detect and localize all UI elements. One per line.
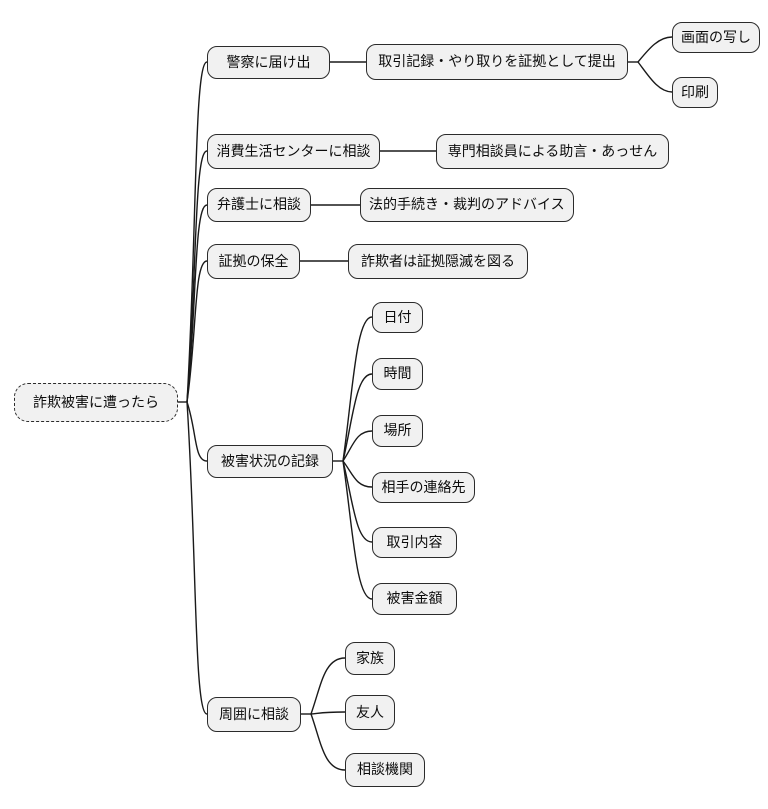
connector-root-police [186,61,208,403]
node-preserve-evidence[interactable]: 証拠の保全 [207,244,300,279]
node-transaction-details[interactable]: 取引内容 [372,527,457,558]
connector-record-trans [342,460,373,543]
connector-submit-screen [637,36,673,63]
node-fraud-victim-root[interactable]: 詐欺被害に遭ったら [14,383,178,422]
node-consumer-center[interactable]: 消費生活センターに相談 [207,134,380,169]
node-time[interactable]: 時間 [372,358,423,390]
connector-record-date [342,316,373,462]
node-friend[interactable]: 友人 [345,695,395,730]
connector-root-lawyer [186,204,208,403]
node-counterpart-contact[interactable]: 相手の連絡先 [372,472,475,503]
node-consultation-organization[interactable]: 相談機関 [345,753,425,787]
connector-record-amount [342,460,373,600]
node-specialist-advice[interactable]: 専門相談員による助言・あっせん [436,134,669,169]
node-damage-record[interactable]: 被害状況の記録 [207,445,333,478]
node-damage-amount[interactable]: 被害金額 [372,583,457,615]
node-legal-procedure-advice[interactable]: 法的手続き・裁判のアドバイス [360,188,574,222]
connector-record-contact [342,460,373,488]
node-date[interactable]: 日付 [372,302,423,333]
node-consult-around[interactable]: 周囲に相談 [207,697,301,732]
connector-record-place [342,430,373,462]
node-report-to-police[interactable]: 警察に届け出 [207,46,330,79]
node-family[interactable]: 家族 [345,642,395,675]
node-screen-capture[interactable]: 画面の写し [672,22,760,53]
connector-around-org [310,713,346,771]
node-print[interactable]: 印刷 [672,77,718,108]
node-scammer-destroys-evidence[interactable]: 詐欺者は証拠隠滅を図る [348,244,528,279]
connector-around-friend [310,711,346,715]
connector-record-time [342,373,373,462]
node-consult-lawyer[interactable]: 弁護士に相談 [207,188,311,222]
connector-root-record [186,401,208,462]
node-submit-records-as-evidence[interactable]: 取引記録・やり取りを証拠として提出 [366,44,628,80]
connector-root-evidence [186,260,208,403]
connector-submit-print [637,61,673,93]
connector-around-family [310,657,346,715]
connector-root-around [186,401,208,715]
node-place[interactable]: 場所 [372,415,423,447]
